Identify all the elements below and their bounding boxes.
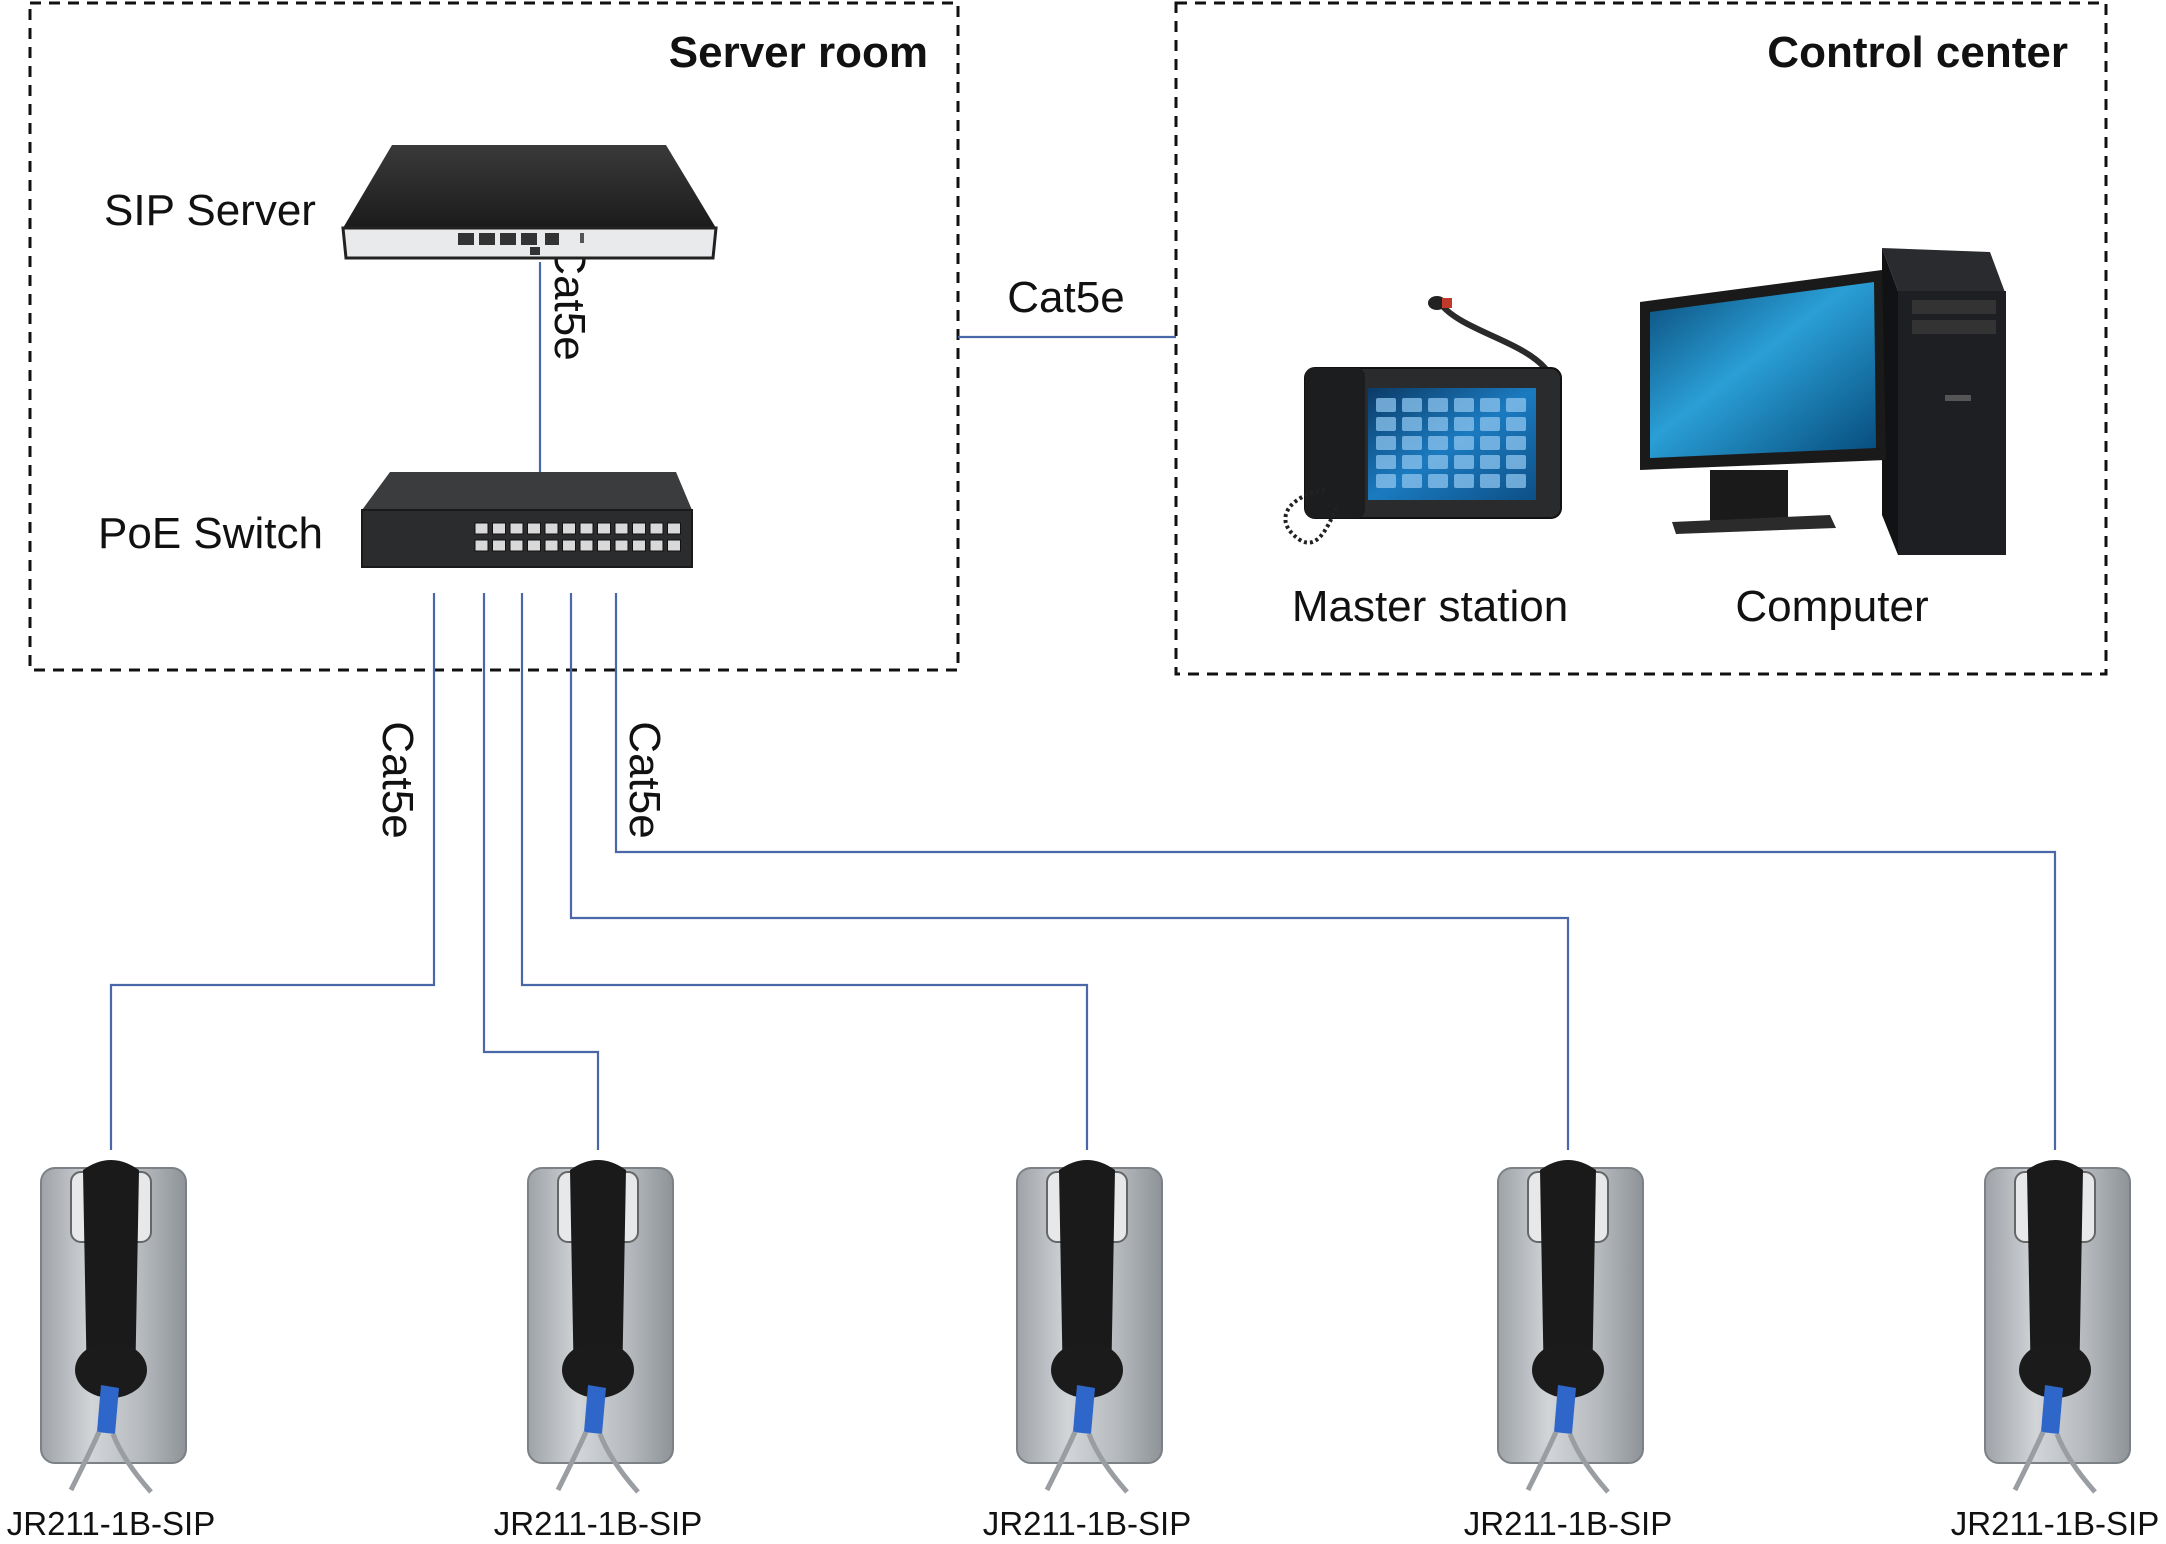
computer: Computer [1640, 248, 2006, 631]
sip-server-label: SIP Server [104, 186, 316, 235]
wires [109, 262, 2057, 1150]
phone-5: JR211-1B-SIP [1951, 1160, 2159, 1542]
wall-phone-icon [527, 1160, 674, 1494]
wall-phone-icon [1016, 1160, 1163, 1494]
wire-phone-4 [569, 593, 1570, 1150]
master-station: Master station [1283, 296, 1568, 631]
phone-label: JR211-1B-SIP [1464, 1505, 1672, 1542]
cable-label-phones-left: Cat5e [373, 721, 422, 838]
server-room-title: Server room [669, 28, 928, 77]
rack-server-icon [341, 145, 718, 260]
phone-label: JR211-1B-SIP [7, 1505, 215, 1542]
sip-server: SIP Server [104, 145, 718, 260]
cable-label-room-center: Cat5e [1007, 273, 1124, 322]
wire-phone-1 [109, 593, 436, 1150]
control-center-zone [1174, 1, 2108, 676]
wall-phone-icon [1984, 1160, 2131, 1494]
poe-switch-label: PoE Switch [98, 509, 323, 558]
phone-4: JR211-1B-SIP [1464, 1160, 1672, 1542]
wire-phone-3 [520, 593, 1089, 1150]
poe-switch: PoE Switch [98, 472, 693, 568]
desktop-computer-icon [1640, 248, 2006, 555]
desk-intercom-icon [1283, 296, 1562, 545]
phone-2: JR211-1B-SIP [494, 1160, 702, 1542]
phone-label: JR211-1B-SIP [494, 1505, 702, 1542]
cable-label-phones-right: Cat5e [620, 721, 669, 838]
phone-3: JR211-1B-SIP [983, 1160, 1191, 1542]
wire-phone-5 [614, 593, 2057, 1150]
cable-label-server-switch: Cat5e [545, 243, 594, 360]
wall-phone-icon [1497, 1160, 1644, 1494]
phone-label: JR211-1B-SIP [983, 1505, 1191, 1542]
control-center-title: Control center [1767, 28, 2068, 77]
phone-label: JR211-1B-SIP [1951, 1505, 2159, 1542]
wire-phone-2 [482, 593, 600, 1150]
phones: JR211-1B-SIP JR211-1B-SIP JR211-1B-SIP JR21… [7, 1160, 2159, 1542]
phone-1: JR211-1B-SIP [7, 1160, 215, 1542]
computer-label: Computer [1735, 582, 1928, 631]
master-station-label: Master station [1292, 582, 1568, 631]
wall-phone-icon [40, 1160, 187, 1494]
server-room-zone [28, 1, 960, 672]
network-switch-icon [361, 472, 693, 568]
